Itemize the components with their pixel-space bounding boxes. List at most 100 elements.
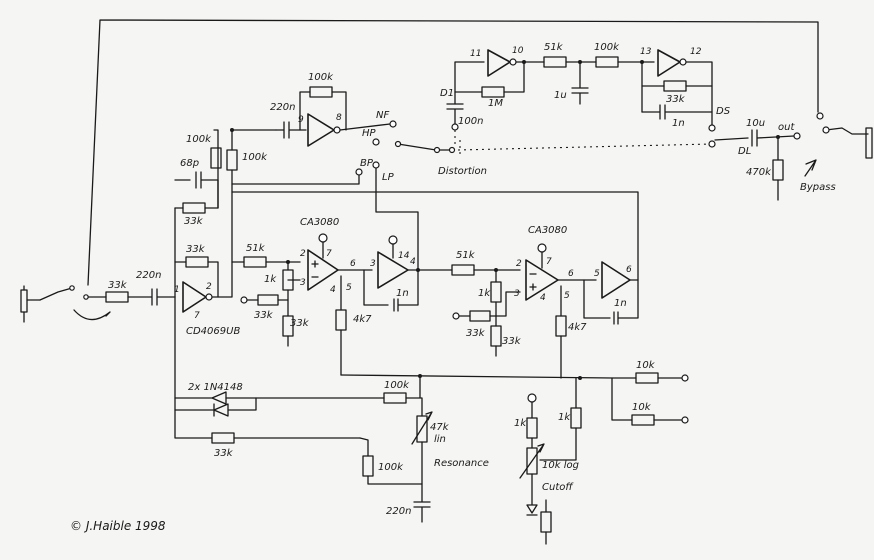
buffer-ca3080-b <box>377 251 409 289</box>
output-terminal-b <box>681 416 689 424</box>
resistor-100k-res <box>383 392 407 404</box>
svg-text:6: 6 <box>568 269 574 279</box>
resistor-1k-cut <box>526 417 538 439</box>
svg-text:10: 10 <box>512 46 524 56</box>
bypass-switch <box>825 127 869 135</box>
svg-text:100k: 100k <box>308 72 334 83</box>
svg-text:2: 2 <box>516 259 522 269</box>
copyright-text: © J.Haible 1998 <box>70 519 166 533</box>
svg-text:2: 2 <box>206 282 212 292</box>
svg-text:HP: HP <box>362 128 377 139</box>
svg-text:33k: 33k <box>466 328 486 339</box>
output-jack <box>865 127 873 159</box>
resistor-4k7-b <box>555 315 567 337</box>
svg-text:7: 7 <box>194 311 200 321</box>
resistor-1k-b <box>490 281 502 303</box>
svg-text:100k: 100k <box>594 42 620 53</box>
buffer-ca3080-d <box>601 261 631 299</box>
svg-text:1k: 1k <box>264 274 277 285</box>
svg-text:CA3080: CA3080 <box>300 217 339 228</box>
trimmer <box>540 511 552 533</box>
svg-text:8: 8 <box>336 113 342 123</box>
svg-text:7: 7 <box>326 249 332 259</box>
resistor-33k-in <box>105 291 129 303</box>
svg-text:9: 9 <box>298 115 304 125</box>
resistor-100k-nf <box>309 86 333 98</box>
resistor-4k7-a <box>335 309 347 331</box>
label-cutoff: Cutoff <box>542 482 574 493</box>
svg-text:4: 4 <box>540 293 546 303</box>
label-resonance: Resonance <box>434 458 489 469</box>
resistor-470k <box>772 159 784 181</box>
inverter-13-12 <box>657 49 681 77</box>
resistor-33k-fb <box>185 256 209 268</box>
tap-nf <box>389 120 397 128</box>
resistor-100k-d <box>595 56 619 68</box>
resistor-51k-b <box>451 264 475 276</box>
output-terminal-a <box>681 374 689 382</box>
label-bypass: Bypass <box>800 182 836 193</box>
mode-switch <box>397 143 451 151</box>
svg-text:6: 6 <box>350 259 356 269</box>
ota-ca3080-a <box>307 249 339 291</box>
svg-text:51k: 51k <box>246 243 266 254</box>
svg-text:33k: 33k <box>184 216 204 227</box>
resistor-33k-d <box>490 325 502 347</box>
resistor-51k-a <box>243 256 267 268</box>
svg-text:1k: 1k <box>514 418 527 429</box>
svg-text:2: 2 <box>300 249 306 259</box>
svg-text:lin: lin <box>434 434 446 445</box>
resistor-33k-top <box>182 202 206 214</box>
tap-lp <box>372 161 380 169</box>
resistor-33k-a <box>257 294 279 306</box>
svg-text:33k: 33k <box>290 318 310 329</box>
svg-text:CA3080: CA3080 <box>528 225 567 236</box>
svg-text:68p: 68p <box>180 158 199 169</box>
inverter-11-10 <box>487 49 511 77</box>
svg-text:100k: 100k <box>242 152 268 163</box>
svg-text:D1: D1 <box>440 88 454 99</box>
svg-text:5: 5 <box>564 291 570 301</box>
svg-text:12: 12 <box>690 47 702 57</box>
svg-text:100k: 100k <box>186 134 212 145</box>
svg-text:1n: 1n <box>614 298 627 309</box>
switch-contact-a <box>69 285 75 291</box>
svg-text:4: 4 <box>410 257 416 267</box>
svg-text:33k: 33k <box>502 336 522 347</box>
resistor-51k-d <box>543 56 567 68</box>
svg-text:3: 3 <box>514 289 520 299</box>
bypass-top-wire <box>87 19 819 286</box>
svg-text:33k: 33k <box>214 448 234 459</box>
svg-text:BP: BP <box>360 158 374 169</box>
resistor-33k-d2 <box>663 80 687 92</box>
svg-text:47k: 47k <box>430 422 450 433</box>
svg-text:4: 4 <box>330 285 336 295</box>
svg-text:13: 13 <box>640 47 652 57</box>
svg-text:14: 14 <box>398 251 410 261</box>
svg-text:6: 6 <box>626 265 632 275</box>
svg-text:1M: 1M <box>488 98 503 109</box>
svg-text:out: out <box>778 122 795 133</box>
svg-text:470k: 470k <box>746 167 772 178</box>
svg-text:10u: 10u <box>746 118 765 129</box>
svg-text:220n: 220n <box>386 506 411 517</box>
svg-text:10k: 10k <box>636 360 656 371</box>
svg-text:5: 5 <box>594 269 600 279</box>
inverter-cd4069 <box>182 281 207 313</box>
label-distortion: Distortion <box>438 166 487 177</box>
input-switch <box>39 287 73 301</box>
svg-text:4k7: 4k7 <box>568 322 587 333</box>
switch-arrow <box>73 309 111 321</box>
resistor-10k-b <box>631 414 655 426</box>
svg-text:100k: 100k <box>384 380 410 391</box>
label-220n-in: 220n <box>136 270 161 281</box>
svg-text:NF: NF <box>376 110 389 121</box>
svg-text:LP: LP <box>382 172 395 183</box>
svg-text:1k: 1k <box>478 288 491 299</box>
svg-text:11: 11 <box>470 49 481 59</box>
resistor-100k-hp2 <box>226 149 238 171</box>
svg-text:1: 1 <box>174 285 180 295</box>
resistor-33k-res <box>211 432 235 444</box>
